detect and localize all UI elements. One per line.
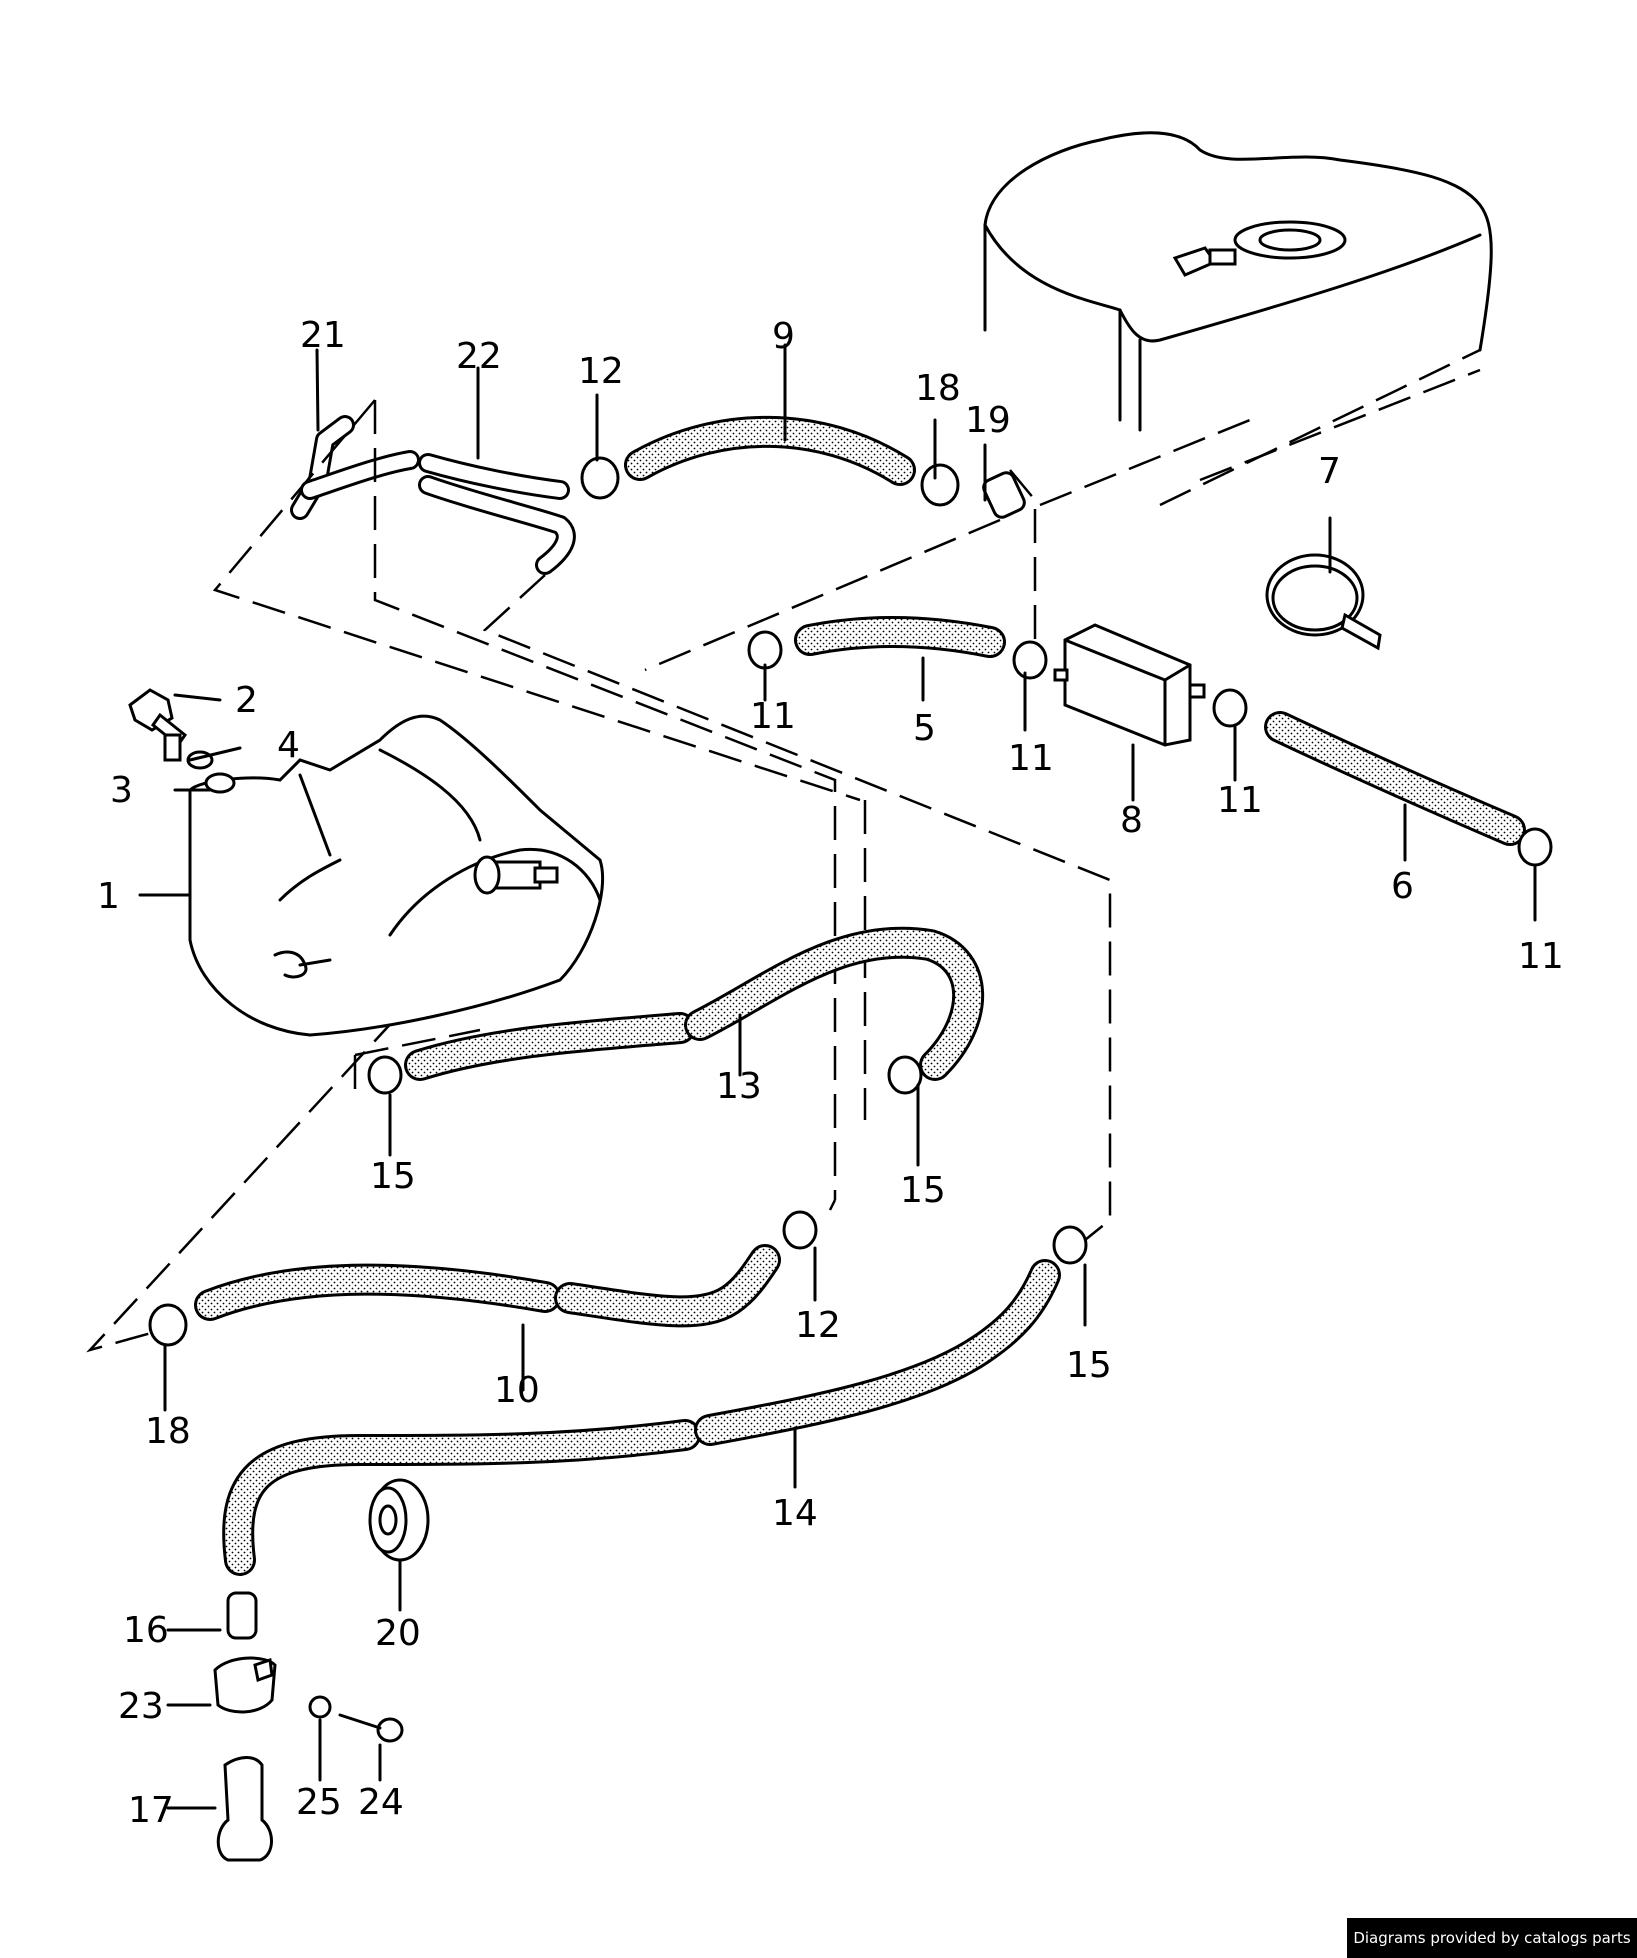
label-20: 20 (375, 1613, 421, 1654)
label-15-a: 15 (370, 1156, 416, 1197)
label-15-b: 15 (900, 1170, 946, 1211)
band-clamp (1265, 553, 1382, 651)
label-18-top: 18 (915, 368, 961, 409)
label-25: 25 (296, 1782, 342, 1823)
label-23: 23 (118, 1686, 164, 1727)
hoses (194, 415, 1526, 1576)
label-11-c: 11 (1217, 780, 1263, 821)
pipe-21-22 (290, 415, 576, 575)
leader-lines (138, 343, 1537, 1810)
label-11-d: 11 (1518, 936, 1564, 977)
label-9: 9 (772, 316, 795, 357)
label-10: 10 (494, 1370, 540, 1411)
label-17: 17 (128, 1790, 174, 1831)
label-5: 5 (913, 708, 936, 749)
small-parts (213, 1478, 430, 1862)
label-11-a: 11 (750, 696, 796, 737)
label-11-b: 11 (1008, 738, 1054, 779)
oil-tank (188, 714, 605, 1037)
label-14: 14 (772, 1493, 818, 1534)
part-labels: 21 22 12 9 18 19 7 2 4 3 1 11 5 11 8 11 … (97, 315, 1564, 1831)
filter-unit (1053, 623, 1206, 747)
label-24: 24 (358, 1782, 404, 1823)
label-16: 16 (123, 1610, 169, 1651)
label-2: 2 (235, 680, 258, 721)
clamps (148, 456, 1553, 1347)
label-15-c: 15 (1066, 1345, 1112, 1386)
label-12-top: 12 (578, 351, 624, 392)
label-1: 1 (97, 876, 120, 917)
label-18-bottom: 18 (145, 1411, 191, 1452)
label-12-bottom: 12 (795, 1305, 841, 1346)
label-22: 22 (456, 336, 502, 377)
label-8: 8 (1120, 800, 1143, 841)
fuel-tank (983, 131, 1493, 432)
credit-banner: Diagrams provided by catalogs parts (1347, 1918, 1637, 1958)
bolt-washers (128, 688, 236, 794)
label-21: 21 (300, 315, 346, 356)
label-19: 19 (965, 400, 1011, 441)
label-6: 6 (1391, 866, 1414, 907)
label-7: 7 (1318, 451, 1341, 492)
label-4: 4 (277, 725, 300, 766)
label-13: 13 (716, 1066, 762, 1107)
label-3: 3 (110, 770, 133, 811)
